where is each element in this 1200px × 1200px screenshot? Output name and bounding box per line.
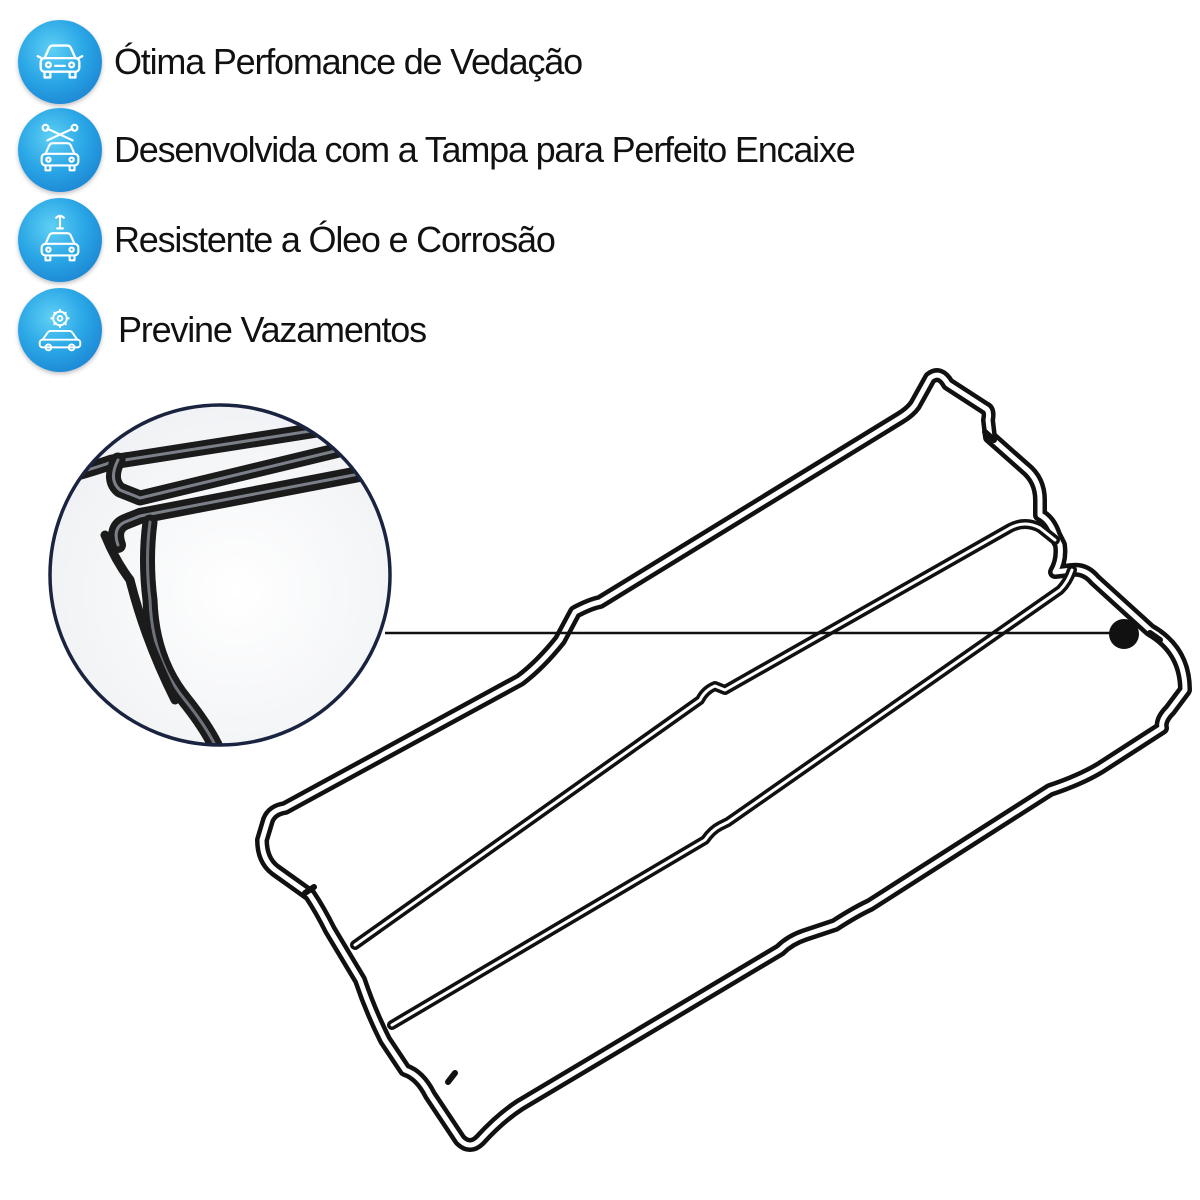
feature-item-leak-prevention: Previne Vazamentos [18,288,427,372]
zoom-detail [48,403,392,747]
callout-dot [1109,619,1139,649]
feature-text: Desenvolvida com a Tampa para Perfeito E… [114,129,856,170]
car-gear-icon [18,288,102,372]
feature-text: Previne Vazamentos [118,309,427,350]
feature-item-resistance: Resistente a Óleo e Corrosão [18,198,556,282]
feature-list: Ótima Perfomance de Vedação Desenvolvida… [0,0,1200,380]
gasket-tabs [302,429,1163,1085]
gasket-outer-rim [255,368,1192,1152]
car-wrench-icon [18,108,102,192]
gasket-inner-bead-lower [387,565,1077,1030]
feature-text: Resistente a Óleo e Corrosão [114,219,556,260]
feature-item-fit: Desenvolvida com a Tampa para Perfeito E… [18,108,856,192]
car-service-icon [18,198,102,282]
feature-text: Ótima Perfomance de Vedação [114,41,583,82]
feature-item-sealing: Ótima Perfomance de Vedação [18,20,583,104]
gasket-inner-bead-upper [350,519,1060,950]
car-front-icon [18,20,102,104]
